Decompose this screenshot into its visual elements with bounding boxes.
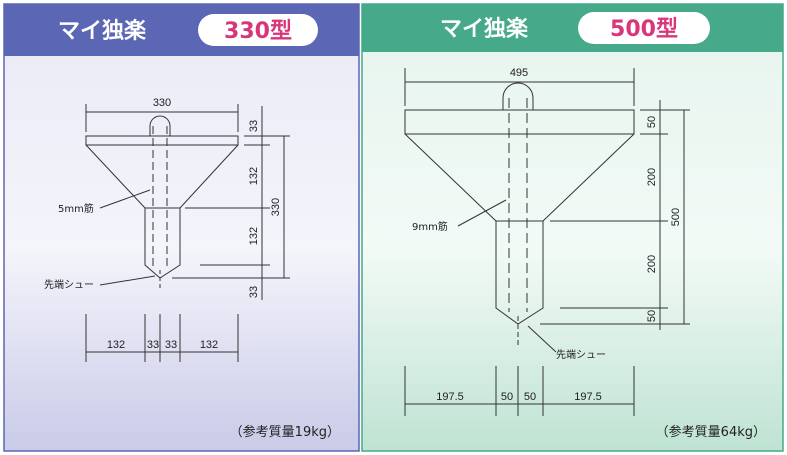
model-label-500: 500型	[610, 17, 678, 42]
product-name-330: マイ独楽	[58, 18, 147, 44]
panel-500: マイ独楽 500型	[361, 3, 784, 452]
dim-right-bottom-500: 50	[646, 310, 658, 322]
dim-top-width-330: 330	[153, 97, 171, 109]
cone-330	[85, 144, 239, 209]
panel-330: マイ独楽 330型	[3, 3, 360, 452]
tip-label-330: 先端シュー	[44, 278, 94, 291]
dim-right-total-330: 330	[270, 198, 282, 216]
tip-label-500: 先端シュー	[556, 348, 606, 361]
dim-right-total-500: 500	[670, 208, 682, 226]
panel-500-bg	[361, 3, 784, 452]
dim-bottom-a-500: 197.5	[436, 391, 464, 403]
weight-note-330: （参考質量19kg）	[230, 424, 340, 440]
rebar-head-330	[149, 115, 171, 136]
dim-right-lower-500: 200	[646, 255, 658, 273]
dim-right-top-330: 33	[248, 120, 260, 132]
dim-right-lower-330: 132	[248, 227, 260, 245]
dim-bottom-d-500: 197.5	[574, 391, 602, 403]
cap-plate-500	[404, 109, 635, 135]
dim-right-upper-500: 200	[646, 168, 658, 186]
dim-bottom-a-330: 132	[107, 339, 125, 351]
model-label-330: 330型	[224, 19, 292, 44]
cap-plate-330	[85, 135, 239, 146]
dim-bottom-c-330: 33	[165, 339, 177, 351]
panel-330-bg	[3, 3, 360, 452]
model-badge-330	[198, 14, 318, 46]
panel-500-header	[362, 4, 783, 52]
rebar-head-500	[502, 82, 534, 110]
dim-bottom-b-500: 50	[501, 391, 513, 403]
top-shape-330	[85, 104, 290, 362]
rebar-label-330: 5mm筋	[58, 202, 94, 215]
dim-right-upper-330: 132	[248, 167, 260, 185]
cone-500	[404, 133, 635, 222]
dim-bottom-d-330: 132	[200, 339, 218, 351]
rebar-label-500: 9mm筋	[412, 220, 448, 233]
weight-note-500: （参考質量64kg）	[656, 424, 766, 440]
dim-bottom-b-330: 33	[147, 339, 159, 351]
product-name-500: マイ独楽	[440, 16, 529, 42]
model-badge-500	[578, 12, 710, 44]
dim-top-width-500: 495	[510, 67, 528, 79]
top-shape-500	[404, 68, 690, 416]
dim-right-bottom-330: 33	[248, 286, 260, 298]
dim-bottom-c-500: 50	[524, 391, 536, 403]
dim-right-top-500: 50	[646, 116, 658, 128]
